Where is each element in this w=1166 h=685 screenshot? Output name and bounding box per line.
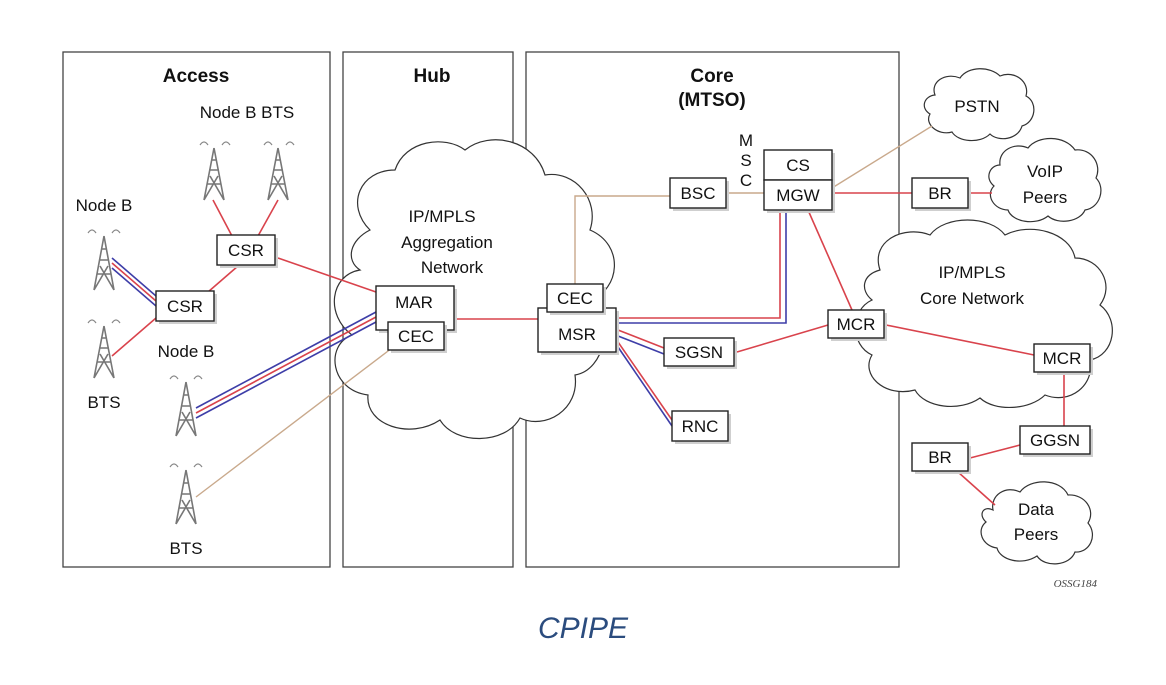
br-voip-label: BR xyxy=(928,184,952,203)
msr-box: MSR xyxy=(537,307,619,355)
link-mgw-mcr xyxy=(807,209,853,311)
cs-label: CS xyxy=(786,156,810,175)
mgw-box: MGW xyxy=(763,179,833,211)
link-mcr-mcr xyxy=(885,324,1035,356)
msr-label: MSR xyxy=(558,325,596,344)
mar-label: MAR xyxy=(395,293,433,312)
rnc-box: RNC xyxy=(671,410,731,444)
aggregation-cloud xyxy=(333,139,615,440)
core-network-cloud xyxy=(854,219,1113,409)
svg-text:Data: Data xyxy=(1018,500,1054,519)
link-csr-csr xyxy=(207,265,239,293)
mcr-1-box: MCR xyxy=(827,309,887,341)
link-nodeb-csr xyxy=(212,199,233,237)
svg-text:Peers: Peers xyxy=(1014,525,1058,544)
link-br-data xyxy=(957,471,996,506)
csr-left-label: CSR xyxy=(167,297,203,316)
br-voip-box: BR xyxy=(911,177,971,211)
pstn-cloud xyxy=(923,68,1035,142)
data-peers-label: Data Peers xyxy=(1014,500,1058,544)
svg-text:IP/MPLS: IP/MPLS xyxy=(938,263,1005,282)
csr-top-label: CSR xyxy=(228,241,264,260)
sgsn-label: SGSN xyxy=(675,343,723,362)
tower-bts-top xyxy=(263,141,295,201)
link-ggsn-br xyxy=(969,444,1021,459)
rnc-label: RNC xyxy=(682,417,719,436)
link-msr-rnc-red xyxy=(617,341,673,421)
link-cec-bsc xyxy=(574,195,670,290)
bsc-label: BSC xyxy=(681,184,716,203)
br-data-label: BR xyxy=(928,448,952,467)
ggsn-label: GGSN xyxy=(1030,431,1080,450)
link-csr-bts xyxy=(111,317,157,357)
svg-text:Core Network: Core Network xyxy=(920,289,1024,308)
link-msr-sgsn xyxy=(617,329,665,349)
link-mgw-pstn xyxy=(831,125,933,189)
cec-hub-box: CEC xyxy=(387,321,447,353)
link-msr-sgsn-blue xyxy=(617,335,665,355)
ggsn-box: GGSN xyxy=(1019,425,1093,457)
msc-letters: M S C xyxy=(739,131,753,190)
mcr-2-label: MCR xyxy=(1043,349,1082,368)
link-bts-csr xyxy=(257,199,279,237)
voip-peers-label: VoIP Peers xyxy=(1023,162,1067,207)
svg-text:Peers: Peers xyxy=(1023,188,1067,207)
link-msr-mgw-blue xyxy=(618,210,787,324)
link-nodeb-mar-blue xyxy=(195,311,377,409)
cec-core-label: CEC xyxy=(557,289,593,308)
bsc-box: BSC xyxy=(669,177,729,211)
diagram-caption: CPIPE xyxy=(537,612,629,645)
link-msr-rnc-blue xyxy=(617,346,673,427)
tower-node-b-left xyxy=(87,229,121,291)
link-msr-mgw-red xyxy=(618,210,781,319)
node-b-left-label: Node B xyxy=(76,196,133,215)
tower-bts-left xyxy=(87,319,121,379)
link-bts-cec xyxy=(195,347,393,498)
tower-node-b-mid xyxy=(169,375,203,437)
sgsn-box: SGSN xyxy=(663,337,737,369)
svg-text:Network: Network xyxy=(421,258,484,277)
cec-core-box: CEC xyxy=(546,283,606,315)
links xyxy=(111,125,1065,506)
br-data-box: BR xyxy=(911,442,971,474)
mgw-label: MGW xyxy=(776,186,819,205)
data-peers-cloud xyxy=(980,481,1093,565)
svg-text:M: M xyxy=(739,131,753,150)
mcr-2-box: MCR xyxy=(1033,343,1093,375)
svg-text:S: S xyxy=(740,151,751,170)
voip-peers-cloud xyxy=(988,137,1102,223)
node-b-mid-label: Node B xyxy=(158,342,215,361)
csr-top-box: CSR xyxy=(216,234,278,268)
csr-left-box: CSR xyxy=(155,290,217,324)
link-nodeb-csr-blue xyxy=(111,257,157,297)
svg-text:C: C xyxy=(740,171,752,190)
core-zone-title: Core xyxy=(690,66,733,87)
link-sgsn-mcr xyxy=(736,324,829,353)
figure-code: OSSG184 xyxy=(1054,578,1098,590)
tower-bts-bottom xyxy=(169,463,203,525)
core-network-cloud-label: IP/MPLS Core Network xyxy=(920,263,1024,308)
core-zone-subtitle: (MTSO) xyxy=(678,90,746,111)
node-b-bts-top-label: Node B BTS xyxy=(200,103,295,122)
bts-bottom-label: BTS xyxy=(169,539,202,558)
access-zone-title: Access xyxy=(163,66,230,87)
cec-hub-label: CEC xyxy=(398,327,434,346)
pstn-label: PSTN xyxy=(954,97,999,116)
link-csr-mar xyxy=(277,257,377,293)
tower-node-b-top xyxy=(199,141,231,201)
bts-left-label: BTS xyxy=(87,393,120,412)
mcr-1-label: MCR xyxy=(837,315,876,334)
svg-text:Aggregation: Aggregation xyxy=(401,233,493,252)
aggregation-cloud-label: IP/MPLS Aggregation Network xyxy=(401,207,493,277)
svg-text:IP/MPLS: IP/MPLS xyxy=(408,207,475,226)
hub-zone-title: Hub xyxy=(414,66,451,87)
svg-text:VoIP: VoIP xyxy=(1027,162,1063,181)
